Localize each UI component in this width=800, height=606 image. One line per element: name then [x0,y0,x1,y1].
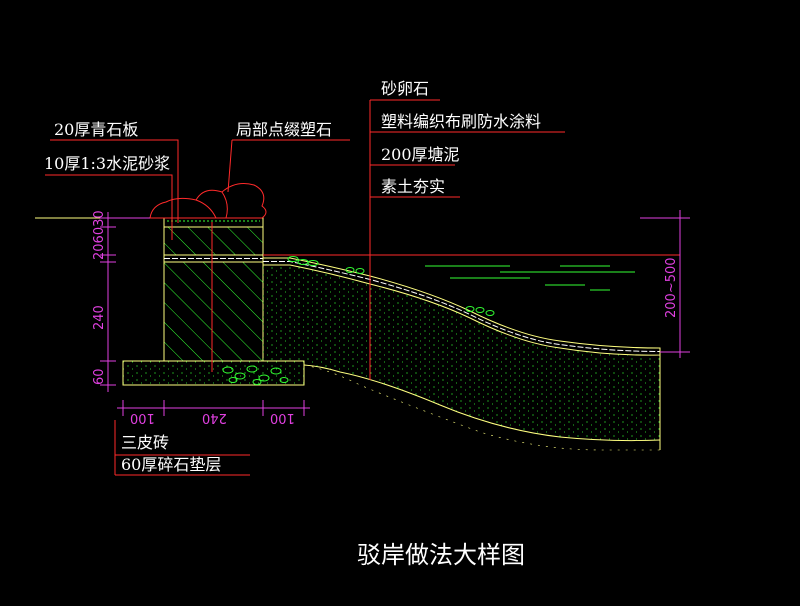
bottom-dimensions [117,400,310,416]
brick-wall [163,261,264,362]
leader-lines [45,99,565,476]
drawing-title: 驳岸做法大样图 [357,541,525,569]
label-soil: 素土夯实 [381,177,446,196]
mortar-layer [163,226,264,256]
label-rockery: 局部点缀塑石 [236,120,333,139]
label-gravel: 60厚碎石垫层 [121,455,222,474]
water-lines [425,265,635,291]
label-fabric: 塑料编织布刷防水涂料 [381,112,542,131]
dim-h-left: 100 [130,410,155,425]
left-dimensions [100,212,150,392]
soil-embankment [263,262,660,441]
dim-h-mid: 240 [202,410,227,425]
label-pebble: 砂卵石 [381,79,430,98]
dim-bot: 60 [92,368,107,385]
water-depth-dimension [640,210,690,358]
label-mortar: 10厚1:3水泥砂浆 [44,154,171,173]
dim-top: 206030 [92,210,107,260]
rockery [149,183,267,219]
label-stone-slab: 20厚青石板 [54,120,139,139]
gravel-base [122,360,305,386]
rammed-soil-line [303,364,661,442]
dim-water-depth: 200~500 [664,257,679,318]
dim-mid: 240 [92,305,107,330]
gravel-stones [222,365,289,385]
stone-slab [163,217,264,228]
pebbles [287,256,495,316]
label-brick: 三皮砖 [121,433,170,452]
label-silt: 200厚塘泥 [381,145,460,164]
dim-h-right: 100 [270,410,295,425]
